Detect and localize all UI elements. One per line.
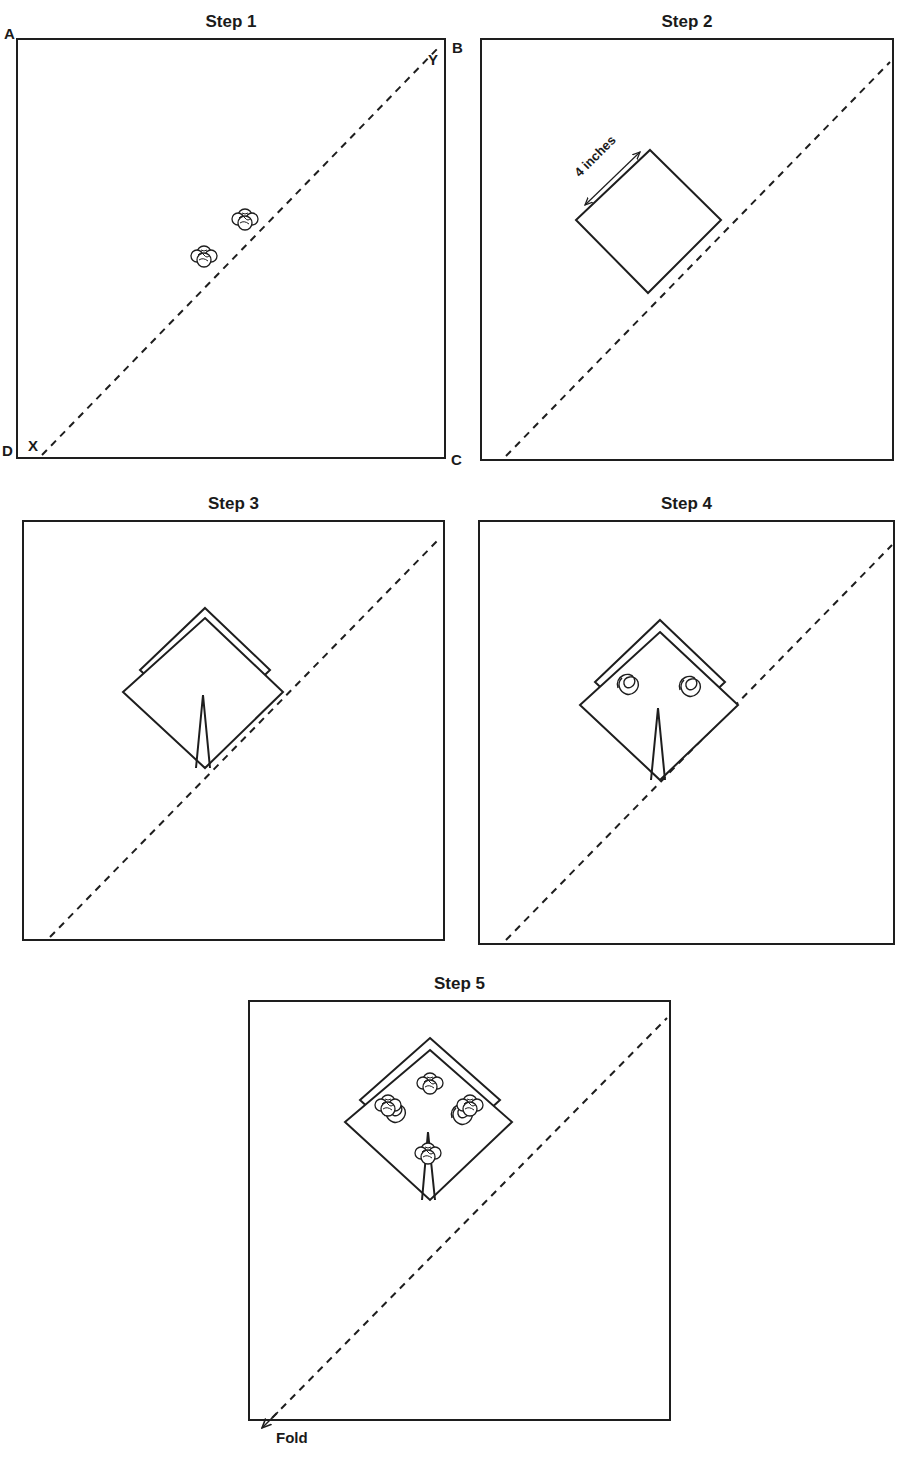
- step-heading: Step 3: [208, 494, 259, 514]
- step-panel: Step 4: [478, 520, 895, 945]
- square-cloth: [576, 150, 721, 293]
- folded-cloth: [123, 608, 283, 768]
- cotton: [191, 209, 258, 267]
- corner-letter: C: [451, 452, 462, 467]
- folded-cloth: [580, 620, 738, 780]
- fold-note: Fold: [276, 1430, 308, 1445]
- fold-line: [42, 46, 892, 1418]
- step-heading: Step 4: [661, 494, 712, 514]
- corner-letter: A: [4, 26, 15, 41]
- step-heading: Step 5: [434, 974, 485, 994]
- step-heading: Step 2: [661, 12, 712, 32]
- corner-letter: Y: [428, 52, 438, 67]
- step-heading: Step 1: [205, 12, 256, 32]
- step-panel: Step 5: [248, 1000, 671, 1421]
- step-panel: Step 3: [22, 520, 445, 941]
- dimension: 4 inches: [572, 133, 618, 179]
- step-panel: Step 2: [480, 38, 894, 461]
- corner-letter: D: [2, 443, 13, 458]
- corner-letter: B: [452, 40, 463, 55]
- step-panel: Step 1: [16, 38, 446, 459]
- corner-letter: X: [28, 438, 38, 453]
- folded-cloth: [345, 1038, 512, 1200]
